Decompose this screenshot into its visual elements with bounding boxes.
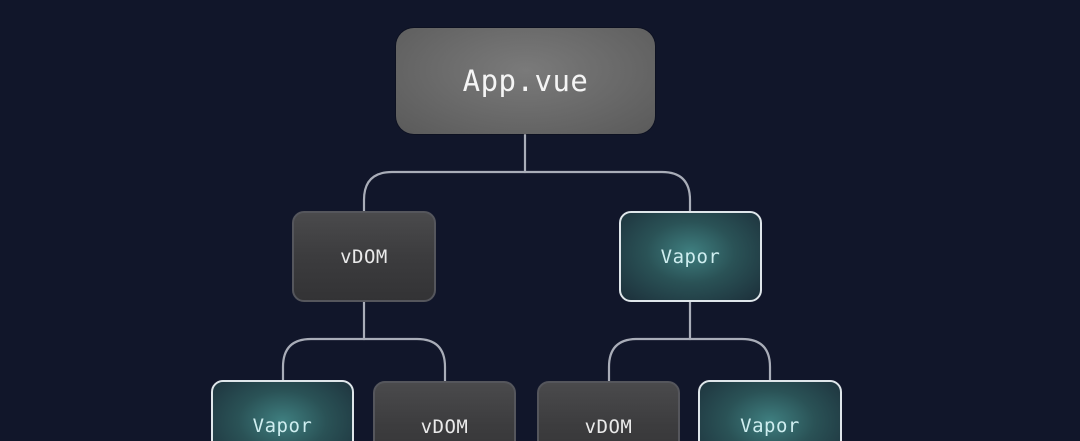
node-label: vDOM <box>584 415 633 438</box>
node-app-vue: App.vue <box>396 28 655 134</box>
node-vapor: Vapor <box>619 211 762 302</box>
node-vdom: vDOM <box>292 211 436 302</box>
connector-root-right <box>523 170 692 213</box>
node-label: vDOM <box>340 245 388 268</box>
connector-vapor-right <box>688 337 772 383</box>
node-vapor-child: Vapor <box>211 380 354 441</box>
node-vdom-child: vDOM <box>537 381 680 441</box>
node-label: vDOM <box>420 415 469 438</box>
connector-vdom-right <box>362 337 447 383</box>
connector-vdom-left <box>281 337 366 383</box>
node-label: Vapor <box>660 245 721 268</box>
node-label: Vapor <box>252 414 313 437</box>
node-vapor-child: Vapor <box>698 380 842 441</box>
node-vdom-child: vDOM <box>373 381 516 441</box>
node-label: Vapor <box>740 414 800 437</box>
connector-root-left <box>362 170 527 213</box>
connector-vapor-left <box>607 337 692 383</box>
node-label: App.vue <box>462 64 589 98</box>
